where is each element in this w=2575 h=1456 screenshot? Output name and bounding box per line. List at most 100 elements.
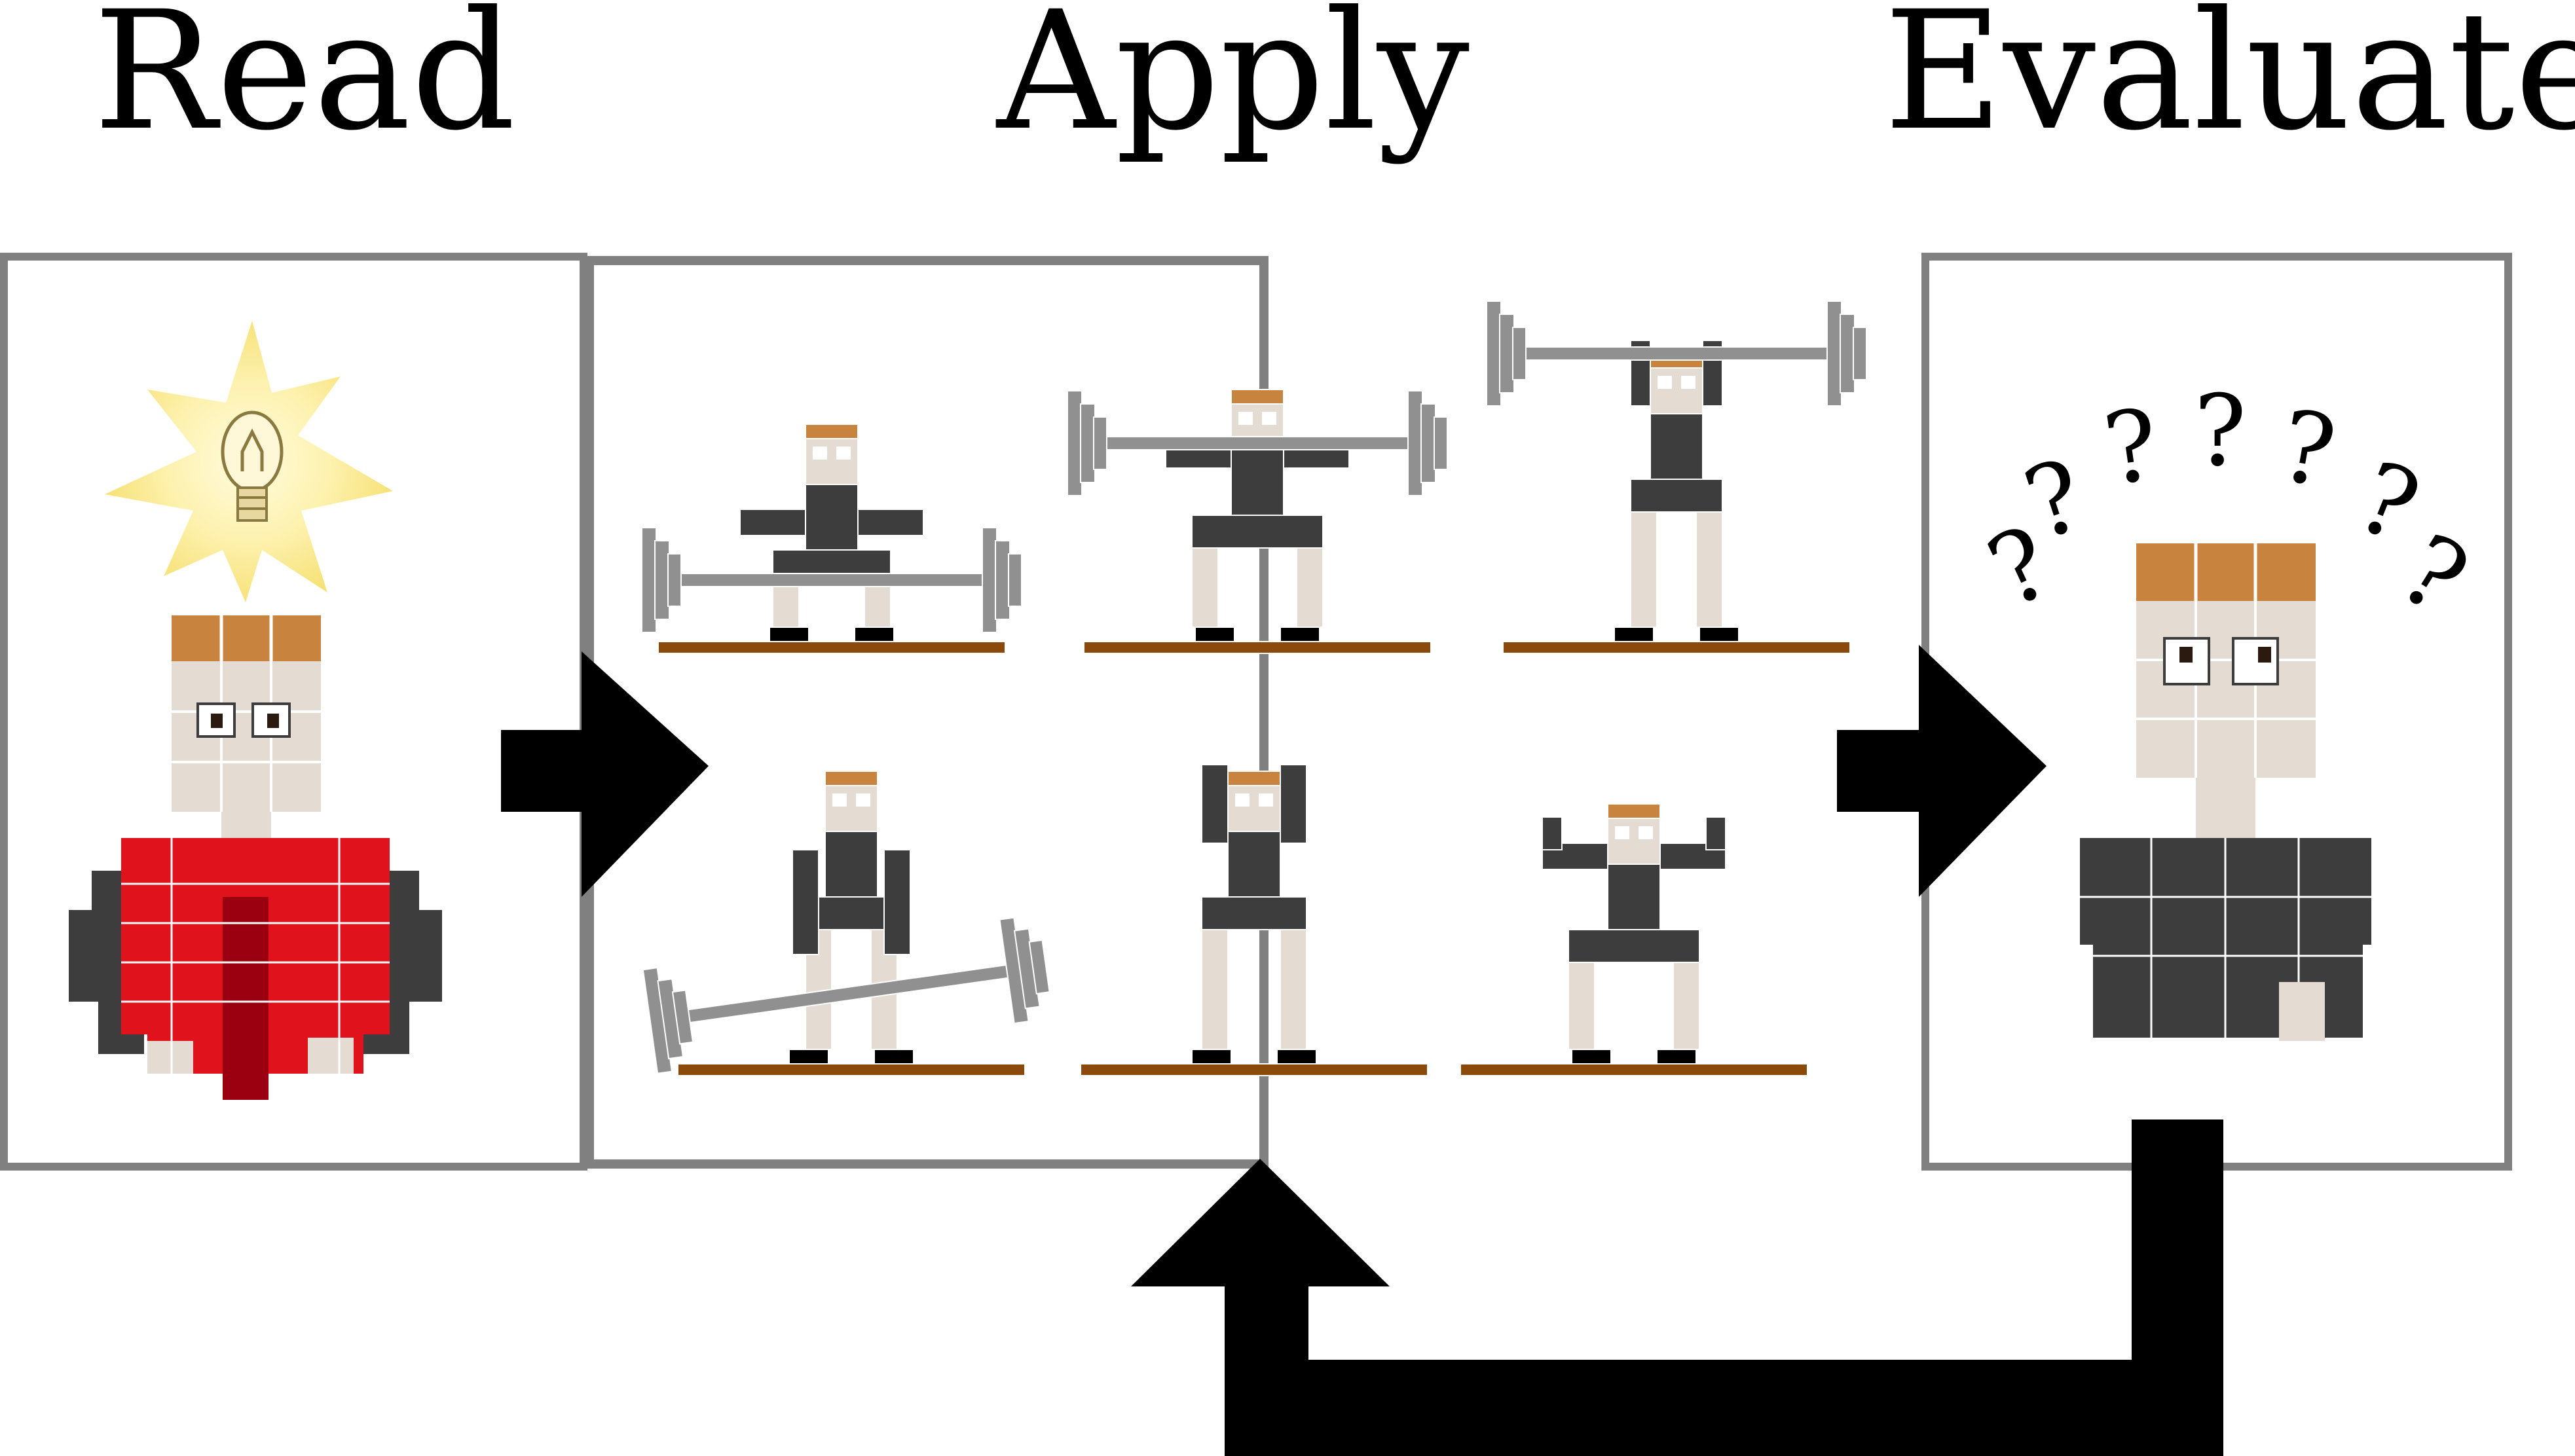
lightbulb-base <box>236 486 268 522</box>
heading-evaluate: Evaluate <box>1883 0 2575 166</box>
weightlifter-icon <box>1067 389 1448 654</box>
barbell-plate <box>1067 390 1083 496</box>
hair <box>1231 389 1284 405</box>
evaluator-head <box>2080 543 2371 1041</box>
leg <box>1568 962 1595 1050</box>
eye <box>856 793 870 807</box>
barbell-plate <box>995 540 1010 620</box>
barbell-plate <box>1028 939 1050 995</box>
head <box>1607 818 1661 865</box>
foot <box>1571 1049 1612 1065</box>
feedback-loop-arrow-icon <box>1131 1119 2223 1456</box>
foot <box>1276 1049 1317 1065</box>
leg <box>1191 547 1219 628</box>
head <box>1650 367 1703 414</box>
evaluator-eye-right <box>2232 637 2279 685</box>
barbell-bar <box>1067 436 1448 450</box>
arm <box>1542 843 1608 870</box>
hair <box>1607 803 1661 819</box>
weightlifter-grid <box>641 300 1867 1076</box>
floor-strip <box>1502 641 1851 654</box>
heading-read: Read <box>93 0 515 166</box>
leg <box>772 582 800 628</box>
floor-strip <box>1083 641 1432 654</box>
eye <box>1639 826 1653 839</box>
floor-strip <box>1080 1063 1428 1076</box>
foot <box>1614 627 1654 642</box>
weightlifter-icon <box>1460 803 1808 1076</box>
barbell-plate <box>1093 416 1107 470</box>
leg <box>1630 511 1658 628</box>
barbell-plate <box>1853 327 1867 380</box>
barbell-plate <box>1434 416 1448 470</box>
heading-apply: Apply <box>995 0 1470 166</box>
eye <box>1259 793 1273 807</box>
weightlifter-icon <box>1486 300 1867 654</box>
arrow-right-icon <box>1837 645 2047 897</box>
arm <box>792 849 819 955</box>
hair <box>805 424 859 439</box>
barbell-plate <box>1486 300 1502 407</box>
arm <box>1659 843 1726 870</box>
leg <box>1201 929 1229 1050</box>
foot <box>874 1049 914 1065</box>
lightbulb-filament <box>240 428 264 471</box>
eye <box>813 446 827 460</box>
leg <box>864 582 891 628</box>
foot <box>1280 627 1320 642</box>
barbell-plate <box>641 527 657 633</box>
barbell-plate <box>1840 314 1855 393</box>
eye <box>1238 412 1253 425</box>
arm <box>1201 764 1229 844</box>
barbell-plate <box>654 540 670 620</box>
barbell-bar <box>1486 346 1867 361</box>
arm <box>1542 816 1563 850</box>
eye <box>1615 826 1629 839</box>
shorts <box>1630 479 1723 513</box>
eye <box>1262 412 1276 425</box>
leg <box>1296 547 1324 628</box>
barbell-plate <box>1080 403 1096 483</box>
arm <box>1280 764 1307 844</box>
reader-neck <box>221 812 271 841</box>
lightbulb-glass <box>221 410 284 493</box>
weightlifter-icon <box>1080 764 1428 1076</box>
eye <box>1235 793 1250 807</box>
arm <box>857 509 924 536</box>
hair <box>824 771 878 786</box>
head <box>1227 785 1281 832</box>
torso <box>1607 864 1661 930</box>
barbell-plate <box>1407 390 1423 496</box>
torso <box>805 484 859 551</box>
floor-strip <box>677 1063 1026 1076</box>
barbell-plate <box>982 527 997 633</box>
arm <box>883 849 911 955</box>
barbell-icon <box>642 917 1050 1074</box>
question-mark-icon: ? <box>2194 374 2246 488</box>
barbell-plate <box>667 553 682 607</box>
eye <box>1658 376 1672 389</box>
shorts <box>1201 896 1307 930</box>
foot <box>1699 627 1739 642</box>
barbell-plate <box>1512 327 1527 380</box>
floor-strip <box>1460 1063 1808 1076</box>
leg <box>1673 962 1700 1050</box>
shorts <box>1568 929 1700 963</box>
shorts <box>1191 515 1324 549</box>
weightlifter-icon <box>642 771 1050 1076</box>
foot <box>788 1049 829 1065</box>
torso <box>824 831 878 898</box>
foot <box>1195 627 1235 642</box>
leg <box>1695 511 1723 628</box>
shorts <box>805 896 898 930</box>
torso <box>1231 449 1284 516</box>
arrow-right-icon <box>501 651 709 897</box>
brain-icon <box>69 838 442 1100</box>
evaluator-neck <box>2196 778 2255 840</box>
eye <box>836 446 851 460</box>
barbell-plate <box>1826 300 1842 407</box>
barbell-plate <box>1499 314 1515 393</box>
arm <box>1705 816 1726 850</box>
barbell-bar <box>641 573 1022 587</box>
